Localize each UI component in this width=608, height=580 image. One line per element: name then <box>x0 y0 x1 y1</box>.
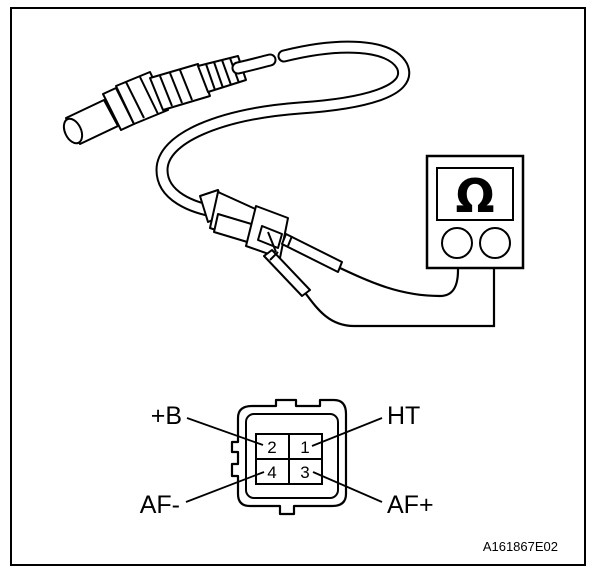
pin-number-1: 1 <box>300 438 309 457</box>
air-fuel-sensor-icon <box>62 55 247 145</box>
leader-ht <box>311 417 383 447</box>
leader-af-minus <box>185 471 265 503</box>
ohmmeter-display <box>436 167 514 221</box>
harness-connector-icon <box>199 189 289 259</box>
sensor-harness <box>155 40 411 219</box>
leader-plus-b <box>186 417 264 446</box>
meter-jack-right <box>479 227 511 259</box>
pin-label-af-minus: AF- <box>140 491 180 519</box>
pin-number-4: 4 <box>267 463 276 482</box>
pin-number-3: 3 <box>300 463 309 482</box>
pin-label-af-plus: AF+ <box>387 491 434 519</box>
meter-jack-left <box>441 227 473 259</box>
leader-af-plus <box>312 471 383 503</box>
connector-pinout: 2 1 4 3 +B HT AF- AF+ <box>140 398 434 519</box>
tester-probes <box>263 233 343 297</box>
figure-code: A161867E02 <box>483 539 558 554</box>
pin-label-ht: HT <box>387 402 420 430</box>
pin-label-plus-b: +B <box>151 402 182 430</box>
pin-number-2: 2 <box>267 438 276 457</box>
meter-leads <box>304 256 496 328</box>
ohm-symbol: Ω <box>455 169 494 223</box>
ohmmeter: Ω <box>425 154 525 270</box>
